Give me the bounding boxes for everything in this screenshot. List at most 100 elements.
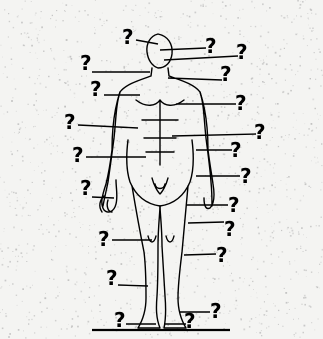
speckle-dot bbox=[302, 1, 304, 3]
speckle-dot bbox=[156, 17, 157, 18]
speckle-dot bbox=[108, 215, 110, 217]
speckle-dot bbox=[266, 10, 267, 11]
speckle-dot bbox=[41, 224, 42, 225]
speckle-dot bbox=[50, 18, 51, 19]
speckle-dot bbox=[26, 261, 27, 262]
speckle-dot bbox=[35, 126, 36, 127]
speckle-dot bbox=[240, 239, 241, 240]
speckle-dot bbox=[111, 79, 113, 81]
speckle-dot bbox=[49, 278, 50, 279]
speckle-dot bbox=[132, 59, 133, 60]
speckle-dot bbox=[154, 15, 155, 16]
question-label-20: ? bbox=[114, 308, 126, 332]
speckle-dot bbox=[251, 278, 252, 279]
speckle-dot bbox=[260, 161, 261, 162]
speckle-dot bbox=[136, 230, 138, 232]
speckle-dot bbox=[280, 49, 282, 51]
speckle-dot bbox=[240, 218, 241, 219]
speckle-dot bbox=[192, 100, 194, 102]
speckle-dot bbox=[75, 269, 77, 271]
speckle-dot bbox=[162, 64, 163, 65]
speckle-dot bbox=[5, 190, 6, 191]
speckle-dot bbox=[266, 144, 268, 146]
speckle-dot bbox=[169, 215, 170, 216]
speckle-dot bbox=[205, 278, 206, 279]
speckle-dot bbox=[43, 184, 44, 185]
speckle-dot bbox=[311, 69, 312, 70]
speckle-dot bbox=[122, 195, 123, 196]
speckle-dot bbox=[51, 201, 52, 202]
speckle-dot bbox=[206, 210, 207, 211]
speckle-dot bbox=[11, 59, 13, 61]
speckle-dot bbox=[316, 163, 317, 164]
speckle-dot bbox=[301, 1, 302, 2]
speckle-dot bbox=[141, 84, 143, 86]
speckle-dot bbox=[70, 192, 72, 194]
speckle-dot bbox=[116, 40, 117, 41]
speckle-dot bbox=[213, 278, 214, 279]
speckle-dot bbox=[295, 333, 296, 334]
speckle-dot bbox=[175, 246, 177, 248]
speckle-dot bbox=[204, 62, 205, 63]
speckle-dot bbox=[110, 117, 111, 118]
speckle-dot bbox=[0, 45, 1, 46]
speckle-dot bbox=[112, 32, 113, 33]
speckle-dot bbox=[44, 40, 45, 41]
speckle-dot bbox=[148, 26, 150, 28]
speckle-dot bbox=[92, 122, 94, 124]
speckle-dot bbox=[58, 108, 59, 109]
speckle-dot bbox=[62, 152, 63, 153]
speckle-dot bbox=[40, 30, 41, 31]
speckle-dot bbox=[206, 230, 207, 231]
speckle-dot bbox=[174, 38, 175, 39]
speckle-dot bbox=[299, 133, 300, 134]
speckle-dot bbox=[270, 140, 271, 141]
speckle-dot bbox=[48, 76, 49, 77]
speckle-dot bbox=[125, 171, 126, 172]
speckle-dot bbox=[254, 177, 255, 178]
speckle-dot bbox=[187, 97, 188, 98]
speckle-dot bbox=[247, 125, 248, 126]
speckle-dot bbox=[285, 68, 287, 70]
speckle-dot bbox=[75, 17, 76, 18]
speckle-dot bbox=[191, 263, 192, 264]
speckle-dot bbox=[176, 298, 178, 300]
speckle-dot bbox=[70, 56, 72, 58]
speckle-dot bbox=[37, 78, 38, 79]
speckle-dot bbox=[110, 62, 111, 63]
speckle-dot bbox=[75, 237, 77, 239]
speckle-dot bbox=[109, 218, 111, 220]
speckle-dot bbox=[290, 235, 292, 237]
speckle-dot bbox=[18, 133, 19, 134]
speckle-dot bbox=[311, 130, 312, 131]
speckle-dot bbox=[319, 225, 320, 226]
speckle-dot bbox=[166, 92, 167, 93]
speckle-dot bbox=[5, 313, 6, 314]
speckle-dot bbox=[180, 37, 181, 38]
speckle-dot bbox=[256, 172, 258, 174]
speckle-dot bbox=[151, 274, 153, 276]
speckle-dot bbox=[134, 31, 135, 32]
speckle-dot bbox=[196, 313, 198, 315]
speckle-dot bbox=[16, 295, 17, 296]
speckle-dot bbox=[214, 278, 216, 280]
speckle-dot bbox=[89, 333, 91, 335]
speckle-dot bbox=[71, 58, 73, 60]
speckle-dot bbox=[272, 210, 273, 211]
speckle-dot bbox=[55, 115, 56, 116]
speckle-dot bbox=[211, 138, 212, 139]
speckle-dot bbox=[65, 11, 66, 12]
speckle-dot bbox=[140, 208, 141, 209]
speckle-dot bbox=[272, 137, 273, 138]
speckle-dot bbox=[270, 240, 272, 242]
speckle-dot bbox=[99, 47, 100, 48]
speckle-dot bbox=[31, 45, 33, 47]
speckle-dot bbox=[265, 231, 266, 232]
speckle-dot bbox=[43, 180, 45, 182]
speckle-dot bbox=[214, 207, 215, 208]
speckle-dot bbox=[268, 326, 269, 327]
speckle-dot bbox=[190, 119, 191, 120]
speckle-dot bbox=[180, 163, 182, 165]
speckle-dot bbox=[315, 13, 316, 14]
speckle-dot bbox=[106, 60, 107, 61]
